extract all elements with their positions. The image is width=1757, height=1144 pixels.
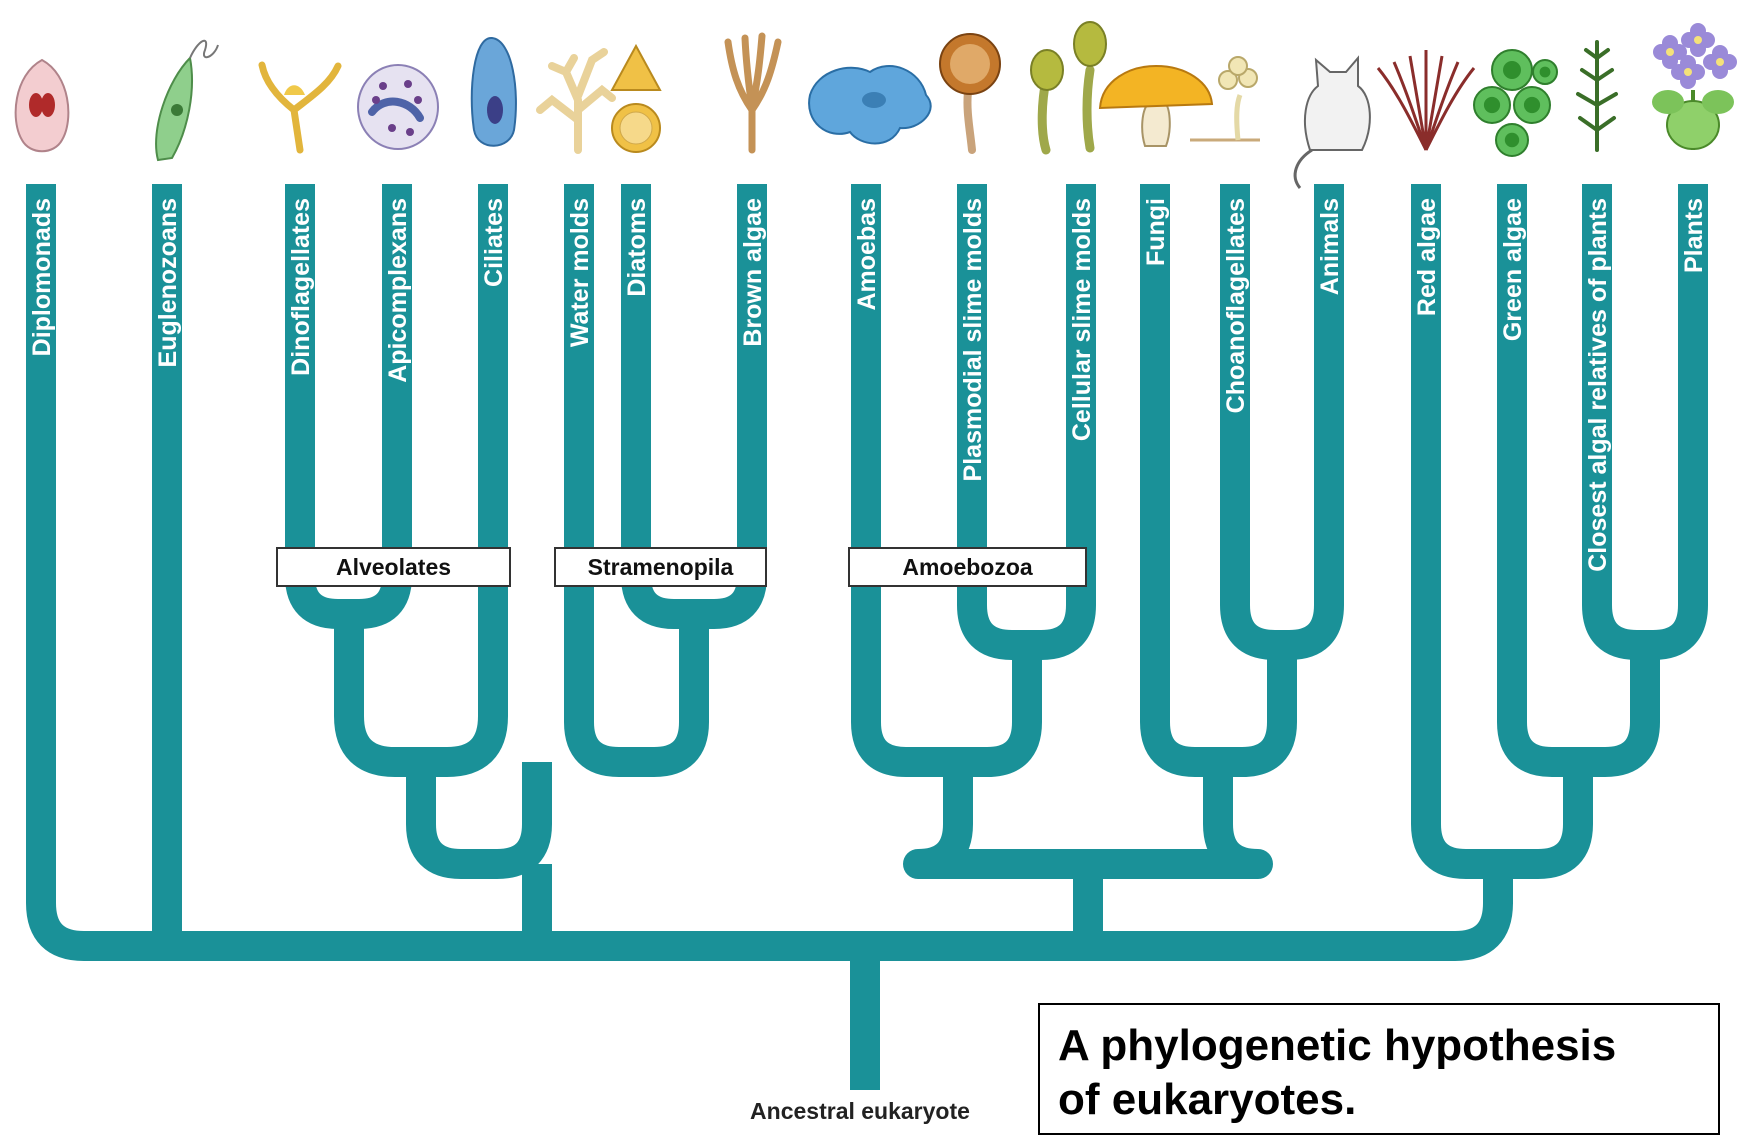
brown-alga-icon [728, 36, 778, 150]
taxon-label-ciliates: Ciliates [480, 198, 508, 287]
junction-sar [421, 762, 537, 864]
red-alga-icon [1378, 50, 1474, 150]
cat-icon [1295, 58, 1370, 188]
taxon-label-choanoflagellates: Choanoflagellates [1222, 198, 1250, 413]
junction-alveolates [349, 184, 493, 762]
green-alga-icon [1474, 50, 1557, 156]
taxon-label-animals: Animals [1316, 198, 1344, 295]
taxon-label-closest-algal-relatives-of-plants: Closest algal relatives of plants [1584, 198, 1612, 572]
group-boxes: Alveolates Stramenopila Amoebozoa [277, 548, 1086, 586]
taxon-label-dinoflagellates: Dinoflagellates [287, 198, 315, 376]
main-baseline [41, 184, 1498, 946]
taxon-label-water-molds: Water molds [566, 198, 594, 347]
taxon-label-fungi: Fungi [1142, 198, 1170, 266]
water-mold-icon [540, 52, 612, 150]
cellular-slime-mold-icon [1031, 22, 1106, 150]
taxon-label-diplomonads: Diplomonads [28, 198, 56, 356]
plasmodial-slime-mold-icon [940, 34, 1000, 150]
taxon-label-euglenozoans: Euglenozoans [154, 198, 182, 367]
junction-opisthokonts [1155, 184, 1282, 762]
taxon-label-brown-algae: Brown algae [739, 198, 767, 347]
ciliate-icon [472, 38, 516, 146]
taxon-label-green-algae: Green algae [1499, 198, 1527, 341]
taxon-label-diatoms: Diatoms [623, 198, 651, 297]
caption-box: A phylogenetic hypothesis of eukaryotes. [1038, 1003, 1720, 1135]
caption-text: A phylogenetic hypothesis of eukaryotes. [1058, 1019, 1700, 1127]
taxon-label-apicomplexans: Apicomplexans [384, 198, 412, 383]
group-label-alveolates: Alveolates [336, 554, 451, 580]
taxon-label-red-algae: Red algae [1413, 198, 1441, 316]
root-label: Ancestral eukaryote [700, 1098, 1020, 1125]
group-label-amoebozoa: Amoebozoa [902, 554, 1033, 580]
mushroom-icon [1100, 66, 1212, 146]
diatom-icon [612, 46, 660, 152]
organism-icons [16, 22, 1737, 188]
charophyte-icon [1578, 42, 1616, 150]
taxon-label-amoebas: Amoebas [853, 198, 881, 311]
taxon-label-plasmodial-slime-molds: Plasmodial slime molds [959, 198, 987, 481]
junction-amoebozoa [866, 184, 1027, 762]
taxon-label-plants: Plants [1680, 198, 1708, 273]
euglena-icon [156, 41, 218, 160]
group-label-stramenopila: Stramenopila [588, 554, 734, 580]
apicomplexan-icon [358, 65, 438, 149]
amoeba-icon [809, 66, 931, 143]
taxon-label-cellular-slime-molds: Cellular slime molds [1068, 198, 1096, 441]
flowering-plant-icon [1652, 23, 1737, 150]
diplomonad-icon [16, 60, 69, 151]
junction-green-lineage [1512, 184, 1645, 762]
dinoflagellate-icon [262, 65, 338, 150]
